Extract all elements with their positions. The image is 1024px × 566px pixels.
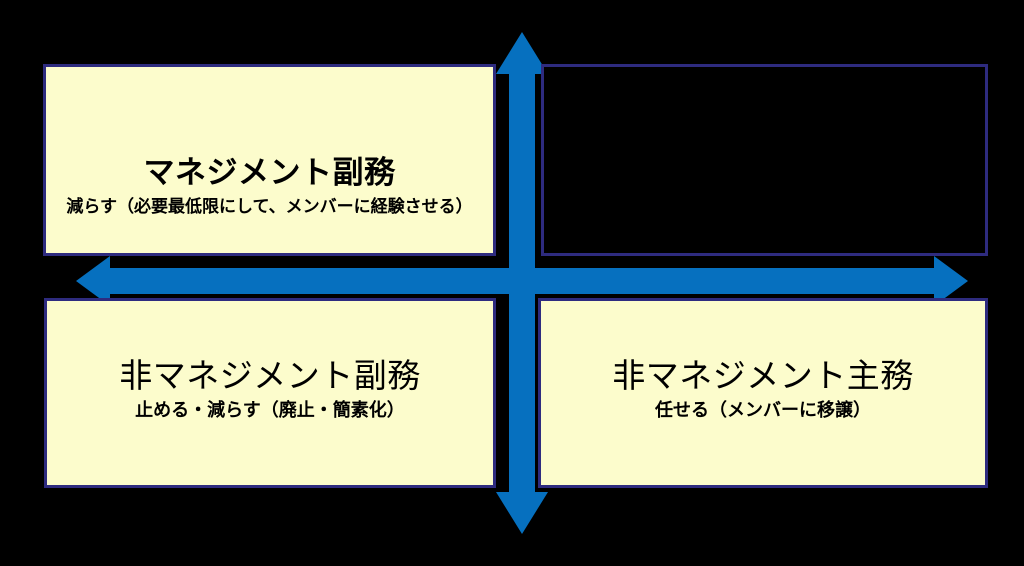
quadrant-bottom-left[interactable]: 非マネジメント副務 止める・減らす（廃止・簡素化）	[44, 298, 496, 488]
quadrant-top-left-title: マネジメント副務	[143, 155, 396, 191]
quadrant-top-left-subtitle: 減らす（必要最低限にして、メンバーに経験させる）	[66, 197, 473, 217]
quadrant-bottom-left-title: 非マネジメント副務	[119, 356, 421, 394]
quadrant-top-left[interactable]: マネジメント副務 減らす（必要最低限にして、メンバーに経験させる）	[43, 64, 496, 256]
quadrant-top-right[interactable]	[541, 64, 988, 256]
quadrant-bottom-right-subtitle: 任せる（メンバーに移譲）	[655, 399, 871, 420]
quadrant-bottom-left-subtitle: 止める・減らす（廃止・簡素化）	[135, 399, 405, 420]
quadrant-bottom-right[interactable]: 非マネジメント主務 任せる（メンバーに移譲）	[538, 298, 988, 488]
quadrant-bottom-right-title: 非マネジメント主務	[612, 356, 914, 394]
